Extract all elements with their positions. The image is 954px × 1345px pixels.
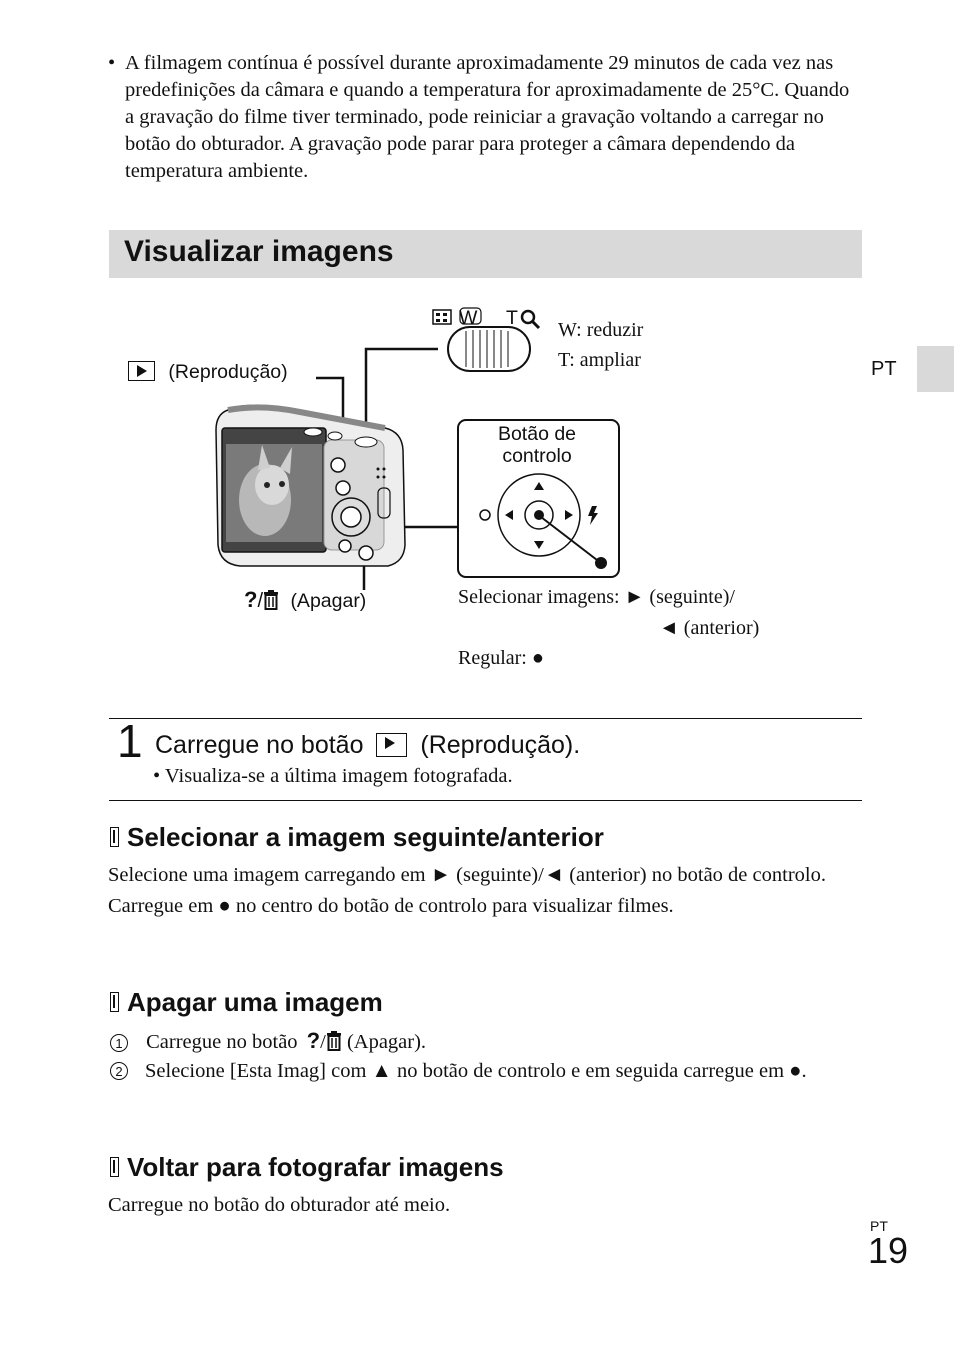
heading-marker-icon — [110, 1157, 119, 1177]
step-text-after: (Reprodução). — [420, 731, 581, 759]
back-body: Carregue no botão do obturador até meio. — [108, 1194, 451, 1216]
help-icon: ? — [306, 1028, 321, 1053]
step-bottom-rule — [109, 800, 862, 801]
step-text-before: Carregue no botão — [155, 731, 364, 759]
playback-label: (Reprodução) — [168, 361, 288, 383]
page-language: PT — [870, 1218, 888, 1234]
regular-text: Regular: ● — [458, 647, 544, 669]
delete-callout: ?/ (Apagar) — [244, 587, 367, 612]
section-header-band — [109, 230, 862, 278]
language-tab — [917, 346, 954, 392]
delete-item-2: 2 Selecione [Esta Imag] com ▲ no botão d… — [110, 1056, 862, 1087]
select-body: Selecione uma imagem carregando em ► (se… — [108, 864, 826, 917]
section-title: Visualizar imagens — [124, 235, 394, 268]
step-number: 1 — [117, 715, 143, 767]
zoom-lever-icon — [432, 307, 541, 372]
delete-label: (Apagar) — [290, 590, 367, 612]
heading-marker-icon — [110, 992, 119, 1012]
step-top-rule — [109, 718, 862, 719]
subsection-heading-delete: Apagar uma imagem — [110, 987, 383, 1018]
control-title-line1: Botão de — [497, 423, 577, 445]
bullet-mark: • — [108, 52, 116, 74]
delete-item-1: 1 Carregue no botão ?/ (Apagar). — [110, 1025, 862, 1058]
camera-diagram — [215, 307, 620, 590]
delete-item-1-after: (Apagar). — [346, 1031, 427, 1053]
control-title-line2: controlo — [502, 445, 572, 467]
trash-icon — [264, 590, 279, 610]
delete-item-2-text: Selecione [Esta Imag] com ▲ no botão de … — [145, 1060, 807, 1082]
language-tab-label: PT — [871, 358, 897, 380]
intro-bullet: • A filmagem contínua é possível durante… — [108, 50, 860, 185]
heading-text: Voltar para fotografar imagens — [127, 1152, 504, 1182]
subsection-heading-select: Selecionar a imagem seguinte/anterior — [110, 822, 604, 853]
trash-icon — [326, 1031, 341, 1051]
step-note: • Visualiza-se a última imagem fotografa… — [153, 765, 513, 787]
camera-illustration — [215, 404, 406, 567]
heading-text: Apagar uma imagem — [127, 987, 383, 1017]
playback-icon — [376, 733, 408, 757]
step-circle-2: 2 — [110, 1062, 128, 1080]
playback-callout: (Reprodução) — [128, 361, 288, 384]
delete-item-1-before: Carregue no botão — [146, 1031, 298, 1053]
step-circle-1: 1 — [110, 1034, 128, 1052]
zoom-t-desc: T: ampliar — [558, 349, 641, 371]
zoom-w-desc: W: reduzir — [558, 319, 644, 341]
control-box-title: Botão de controlo — [459, 423, 615, 467]
control-button-icon — [479, 473, 607, 569]
help-icon: ? — [244, 587, 258, 612]
zoom-w-label: W — [459, 307, 478, 329]
playback-icon — [128, 361, 155, 381]
heading-marker-icon — [110, 827, 119, 847]
intro-text: A filmagem contínua é possível durante a… — [125, 52, 850, 182]
subsection-heading-back: Voltar para fotografar imagens — [110, 1152, 504, 1183]
select-previous-text: ◄ (anterior) — [659, 617, 760, 639]
step-instruction: Carregue no botão (Reprodução). — [155, 731, 580, 760]
select-images-text: Selecionar imagens: ► (seguinte)/ — [458, 586, 735, 608]
page-number: 19 — [868, 1230, 909, 1271]
heading-text: Selecionar a imagem seguinte/anterior — [127, 822, 604, 852]
zoom-t-label: T — [506, 307, 518, 329]
